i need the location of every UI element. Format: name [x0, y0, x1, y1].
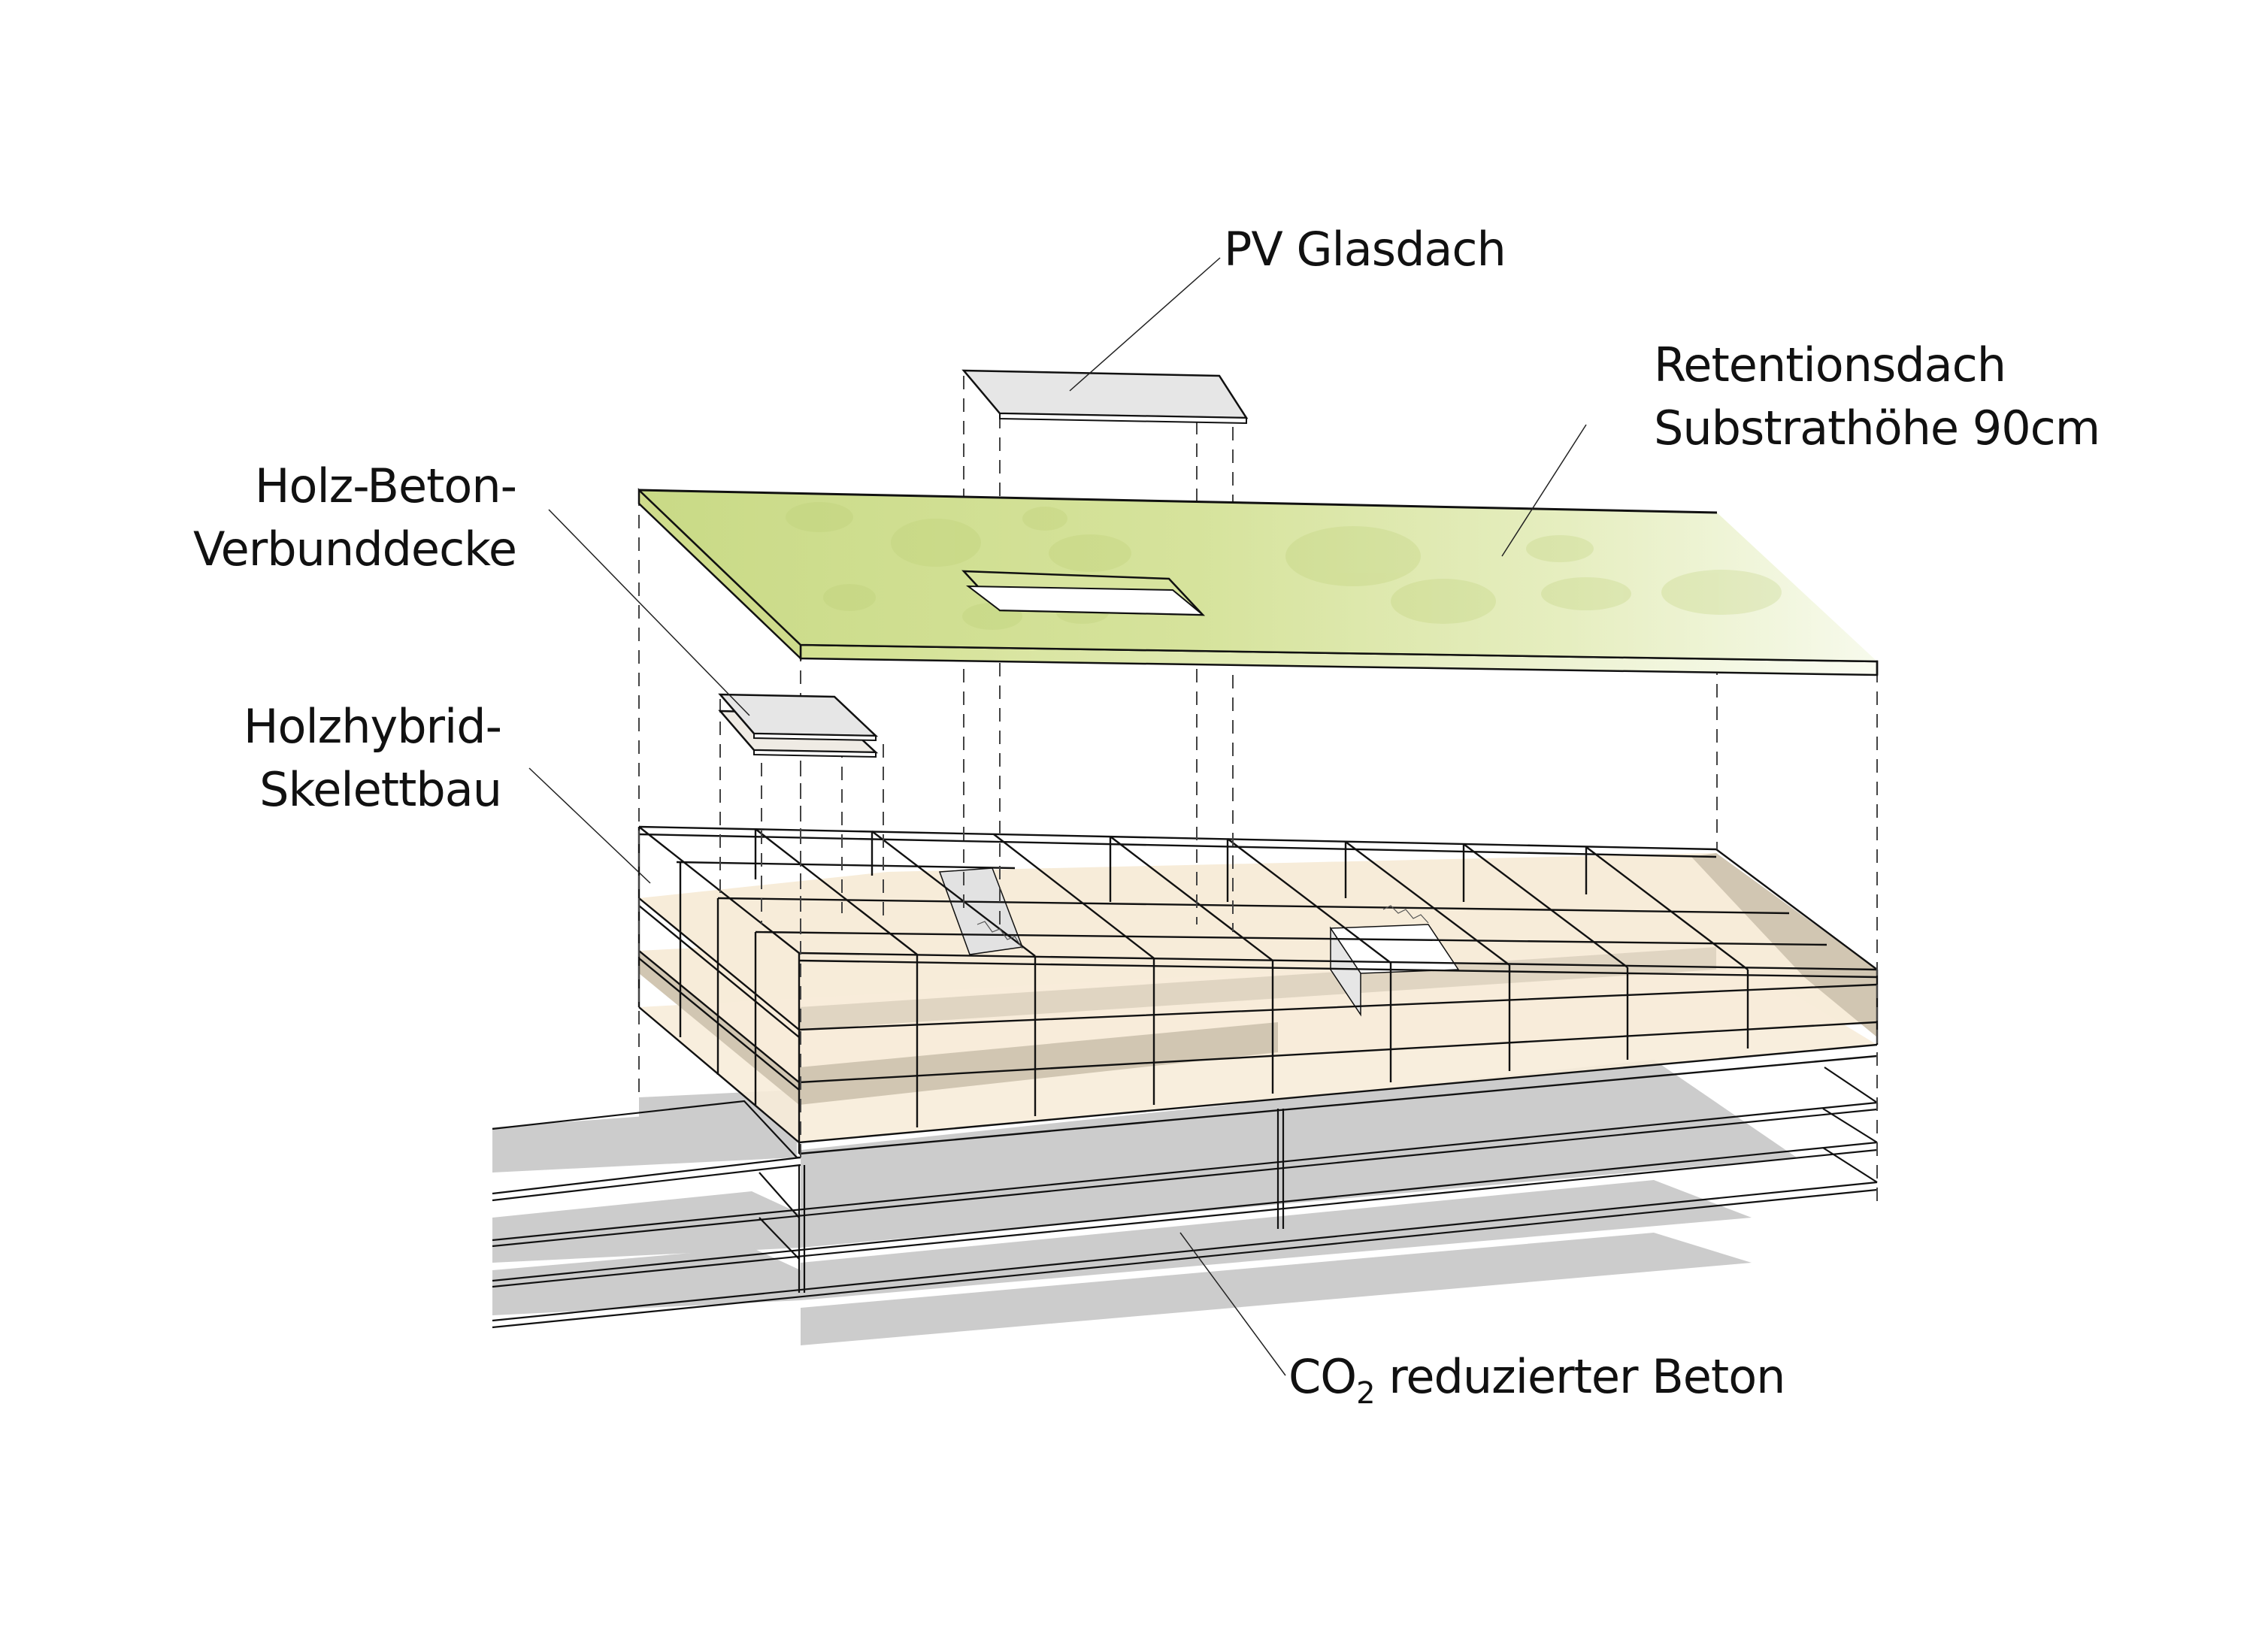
concrete-shadow-band — [492, 1191, 801, 1263]
timber-beam — [1110, 836, 1273, 961]
floor-edge — [638, 958, 800, 1091]
timber-beam — [1345, 841, 1510, 966]
pv-glass-panel — [961, 369, 1249, 419]
timber-beam — [638, 833, 1717, 858]
label-text: PV Glasdach — [1224, 222, 1506, 277]
label-text-line1: Holzhybrid- — [243, 699, 502, 754]
slab-edge — [492, 1141, 1878, 1282]
concrete-shadow-band — [801, 1180, 1752, 1300]
timber-beam — [755, 828, 918, 955]
leader-line-holzhybrid — [528, 767, 651, 884]
pv-glass-panel-edge — [999, 412, 1247, 425]
slab-edge — [492, 1163, 801, 1202]
timber-skeleton — [528, 767, 1879, 1155]
leader-line-retentionsdach — [1501, 424, 1587, 557]
timber-beam — [1715, 849, 1878, 970]
label-holzhybrid-skelettbau: Holzhybrid- Skelettbau — [243, 695, 502, 822]
vegetation-patch — [1391, 579, 1496, 624]
slab-edge — [492, 1101, 1878, 1242]
vegetation-patch — [1022, 507, 1067, 531]
composite-slab-sample — [548, 509, 879, 758]
slab-edge — [492, 1188, 1878, 1329]
slab-edge — [1822, 1147, 1878, 1183]
green-roof-surface — [639, 490, 1877, 661]
vegetation-patch — [1526, 535, 1594, 562]
label-text-line2: Skelettbau — [259, 762, 502, 817]
concrete-wall-edge — [759, 1172, 800, 1218]
timber-beam — [755, 930, 1827, 946]
slab-edge — [492, 1181, 1878, 1322]
slab-edge — [1824, 1067, 1878, 1103]
stair-steps — [1382, 905, 1429, 924]
label-co2-reduzierter-beton: CO2 reduzierter Beton — [1288, 1345, 1785, 1425]
label-co2-prefix: CO — [1288, 1349, 1357, 1404]
stair-core-wall — [1330, 926, 1361, 1017]
label-text-line2: Substrathöhe 90cm — [1654, 401, 2100, 455]
composite-slab-lower-edge — [753, 749, 877, 758]
vegetation-patch — [891, 519, 981, 567]
label-co2-subscript: 2 — [1356, 1376, 1375, 1411]
vegetation-patch — [1661, 570, 1782, 615]
timber-shadow — [639, 951, 799, 1105]
concrete-wall-edge — [759, 1217, 800, 1260]
timber-beam — [638, 825, 1717, 851]
slab-edge — [492, 1156, 801, 1195]
label-text-line1: Holz-Beton- — [254, 458, 517, 513]
concrete-shadow-band — [801, 1060, 1797, 1248]
green-roof-outline — [638, 489, 1879, 675]
slab-edge — [492, 1148, 1878, 1288]
concrete-podium — [492, 1060, 1879, 1376]
label-co2-suffix: reduzierter Beton — [1374, 1349, 1785, 1404]
label-text-line1: Retentionsdach — [1654, 337, 2006, 392]
composite-slab-upper-edge — [753, 732, 877, 742]
pv-glass-roof — [961, 257, 1249, 425]
label-pv-glasdach: PV Glasdach — [1224, 218, 1506, 281]
leader-line-co2 — [1179, 1232, 1286, 1376]
label-holz-beton-verbunddecke: Holz-Beton- Verbunddecke — [193, 455, 517, 581]
vegetation-patch — [786, 502, 853, 532]
floor-edge — [798, 1055, 1878, 1155]
floor-edge — [638, 905, 800, 1038]
timber-beam — [1227, 838, 1391, 964]
timber-beam — [1463, 843, 1628, 968]
green-roof-outline — [638, 489, 1718, 514]
vegetation-patch — [823, 584, 876, 611]
timber-beam — [1585, 846, 1749, 970]
timber-beam — [676, 861, 1016, 870]
timber-beam — [871, 831, 1036, 957]
timber-beam — [993, 834, 1155, 959]
timber-beam — [717, 897, 1790, 915]
timber-beam — [638, 826, 800, 954]
timber-shadow — [799, 947, 1716, 1030]
vegetation-patch — [1541, 577, 1631, 610]
green-roof — [637, 424, 1879, 676]
label-text-line2: Verbunddecke — [193, 522, 517, 576]
vegetation-patch — [1285, 526, 1421, 586]
slab-edge — [1822, 1108, 1878, 1143]
stair-steps — [977, 921, 1023, 949]
concrete-shadow-band — [801, 1233, 1752, 1345]
timber-shadow — [799, 1022, 1278, 1105]
timber-beam — [798, 959, 1878, 979]
vegetation-patch — [1049, 534, 1131, 572]
leader-line-pv — [1069, 257, 1221, 392]
slab-edge — [492, 1108, 1878, 1248]
label-retentionsdach: Retentionsdach Substrathöhe 90cm — [1654, 334, 2100, 460]
timber-beam — [798, 952, 1878, 971]
leader-line-holz-beton — [548, 509, 750, 716]
roof-opening — [965, 585, 1205, 616]
projection-lines — [638, 376, 1878, 1203]
